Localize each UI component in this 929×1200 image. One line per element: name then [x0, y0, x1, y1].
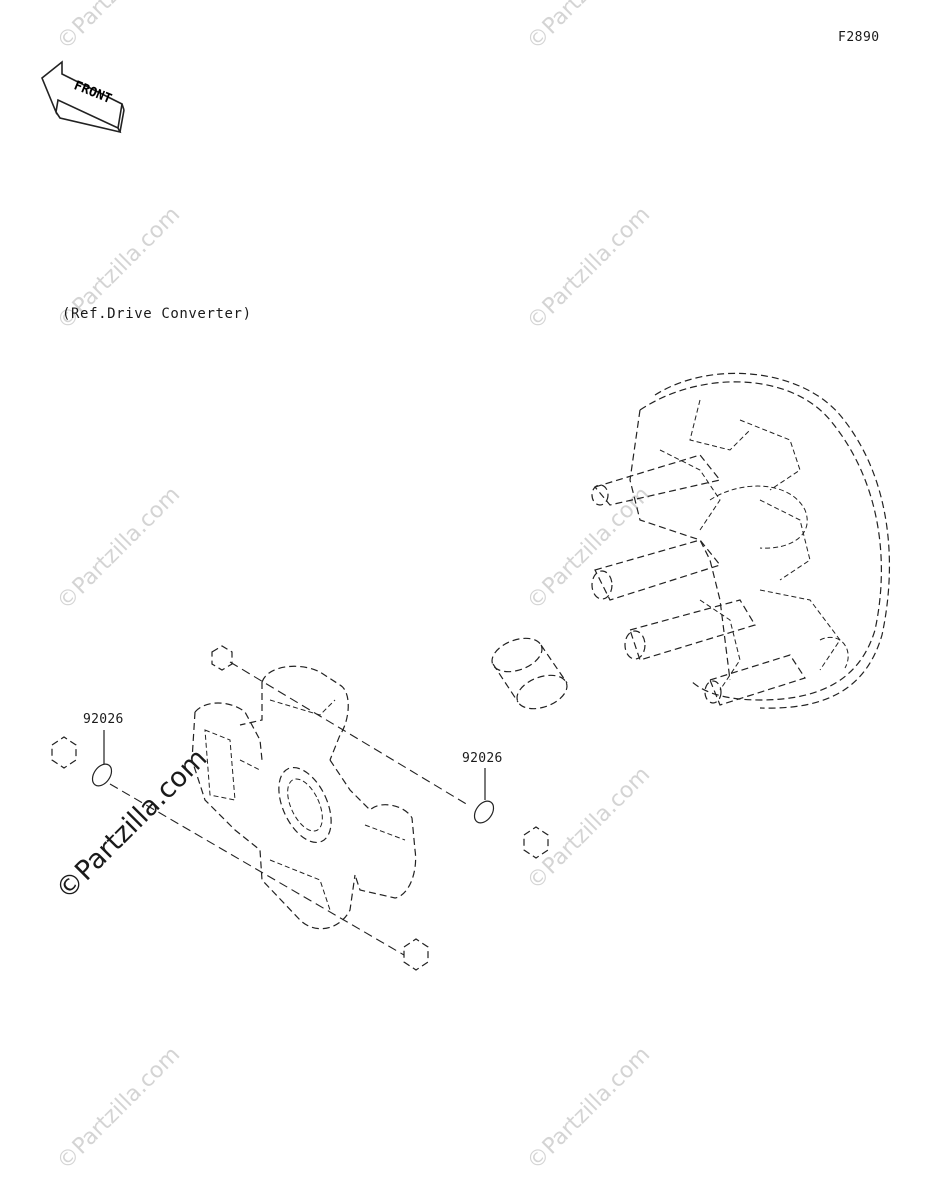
- o-ring-part: [91, 763, 495, 824]
- callout-label-left[interactable]: 92026: [83, 712, 124, 727]
- figure-code: F2890: [838, 30, 880, 45]
- reference-note: (Ref.Drive Converter): [62, 306, 252, 322]
- front-arrow-icon: FRONT: [41, 60, 125, 134]
- drive-converter-outline: [591, 372, 891, 709]
- callout-label-right[interactable]: 92026: [462, 751, 503, 766]
- bracket-part: [191, 665, 417, 930]
- leader-lines: [103, 661, 486, 956]
- collar-part: [491, 637, 568, 710]
- nut-part: [51, 645, 549, 971]
